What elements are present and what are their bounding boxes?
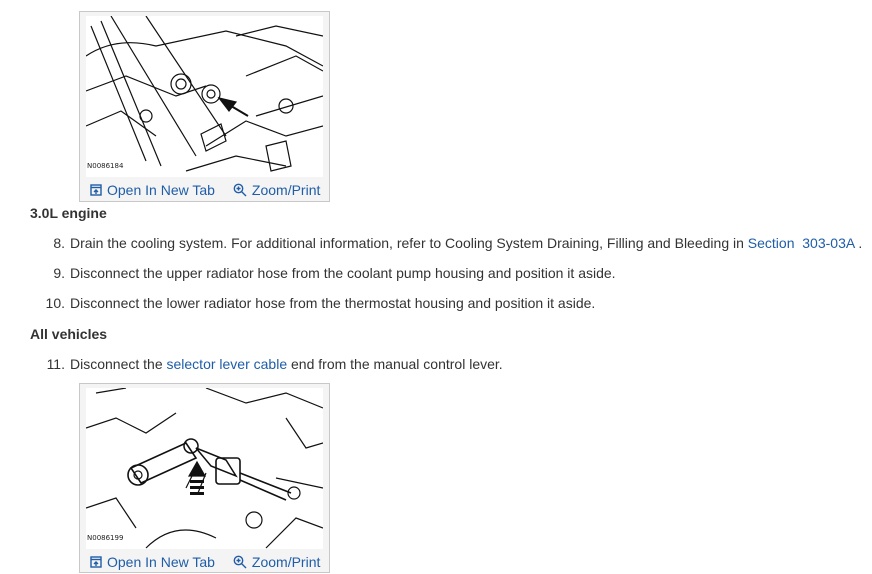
step-text-after: end from the manual control lever. [287, 356, 503, 372]
figure-n0086184: N0086184 Open In New Tab Zoom/Print [79, 11, 330, 202]
section-heading-all-vehicles: All vehicles [30, 326, 108, 342]
open-in-new-tab-label: Open In New Tab [107, 554, 215, 570]
figure-n0086199: N0086199 Open In New Tab Zoom/Print [79, 383, 330, 573]
open-in-new-tab-label: Open In New Tab [107, 182, 215, 198]
open-in-new-tab-link[interactable]: Open In New Tab [90, 554, 215, 570]
step-9: 9. Disconnect the upper radiator hose fro… [40, 265, 616, 281]
figure-actions: Open In New Tab Zoom/Print [90, 552, 320, 572]
selector-lever-cable-link[interactable]: selector lever cable [166, 356, 288, 372]
zoom-print-label: Zoom/Print [251, 554, 321, 570]
step-number: 10. [45, 295, 65, 311]
step-text: Disconnect the [70, 356, 167, 372]
step-10: 10. Disconnect the lower radiator hose fr… [40, 295, 596, 311]
figure-code: N0086199 [86, 534, 125, 542]
open-in-new-tab-link[interactable]: Open In New Tab [90, 182, 215, 198]
step-number: 8. [53, 235, 65, 251]
section-link[interactable]: Section [747, 235, 795, 251]
step-text-tail: . [854, 235, 863, 251]
step-11: 11. Disconnect the selector lever cable e… [40, 356, 503, 372]
zoom-magnifier-icon [233, 183, 247, 197]
selector-cable-line-drawing [86, 388, 323, 549]
step-number: 11. [46, 356, 65, 372]
figure-actions: Open In New Tab Zoom/Print [90, 180, 320, 200]
section-heading-3-0l-engine: 3.0L engine [30, 205, 107, 221]
engine-line-drawing-bolt [86, 16, 323, 177]
figure-code: N0086184 [86, 162, 125, 170]
zoom-print-link[interactable]: Zoom/Print [233, 182, 320, 198]
open-new-tab-icon [90, 184, 102, 196]
step-number: 9. [53, 265, 65, 281]
section-303-03a-link[interactable]: 303-03A [802, 235, 855, 251]
step-text: Disconnect the lower radiator hose from … [70, 295, 596, 311]
open-new-tab-icon [90, 556, 102, 568]
step-text: Disconnect the upper radiator hose from … [70, 265, 616, 281]
zoom-print-link[interactable]: Zoom/Print [233, 554, 320, 570]
step-text: Drain the cooling system. For additional… [70, 235, 748, 251]
step-8: 8. Drain the cooling system. For addition… [40, 235, 862, 251]
clipped-previous-text: — — — — — — — — — — — [116, 0, 295, 6]
zoom-print-label: Zoom/Print [251, 182, 321, 198]
zoom-magnifier-icon [233, 555, 247, 569]
